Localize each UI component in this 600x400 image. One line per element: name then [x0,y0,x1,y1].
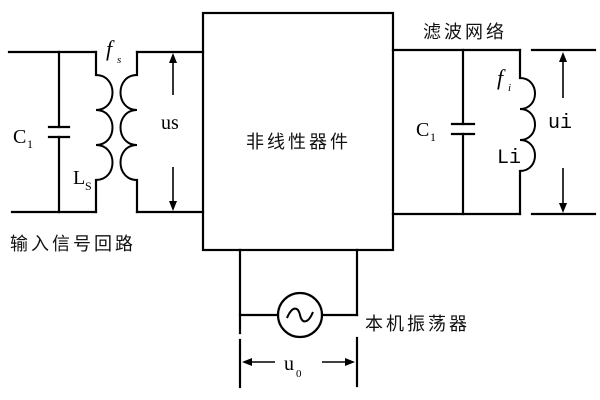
input-voltage-label: us [161,112,179,134]
us-arrow-up-head [169,53,177,63]
us-arrow-down-head [169,201,177,211]
input-inductor-subscript: S [85,179,92,193]
filter-frequency-label: f [497,65,506,90]
input-circuit-label: 输入信号回路 [10,234,136,255]
filter-coil-li [519,77,536,172]
filter-capacitor-label: C [416,119,429,141]
input-frequency-subscript: s [117,54,121,66]
ac-source-icon [276,291,324,339]
filter-capacitor-subscript: 1 [430,130,436,144]
secondary-circuit [119,50,205,214]
input-signal-circuit [7,50,114,214]
nonlinear-device-label: 非线性器件 [246,132,351,153]
filter-network [391,48,597,216]
sine-wave-icon [286,307,314,323]
osc-voltage-label: u [284,353,294,375]
nonlinear-device-box [201,11,395,252]
output-voltage-label: ui [548,112,572,135]
local-oscillator-label: 本机振荡器 [365,314,470,335]
input-capacitor-subscript: 1 [27,137,33,151]
ui-arrow-down-head [559,203,567,213]
input-frequency-label: f [106,36,115,61]
osc-voltage-subscript: 0 [296,368,302,380]
ui-arrow-up-head [559,52,567,62]
primary-coil-ls [95,74,114,181]
u0-arrow-right-head [345,358,355,366]
filter-inductor-label: Li [497,147,521,170]
input-capacitor-label: C [13,126,26,148]
secondary-coil [119,74,138,181]
filter-network-label: 滤波网络 [423,22,507,43]
input-inductor-label: L [73,167,85,189]
local-oscillator-circuit [238,248,359,389]
u0-arrow-left-head [242,358,252,366]
filter-frequency-subscript: i [508,82,511,94]
